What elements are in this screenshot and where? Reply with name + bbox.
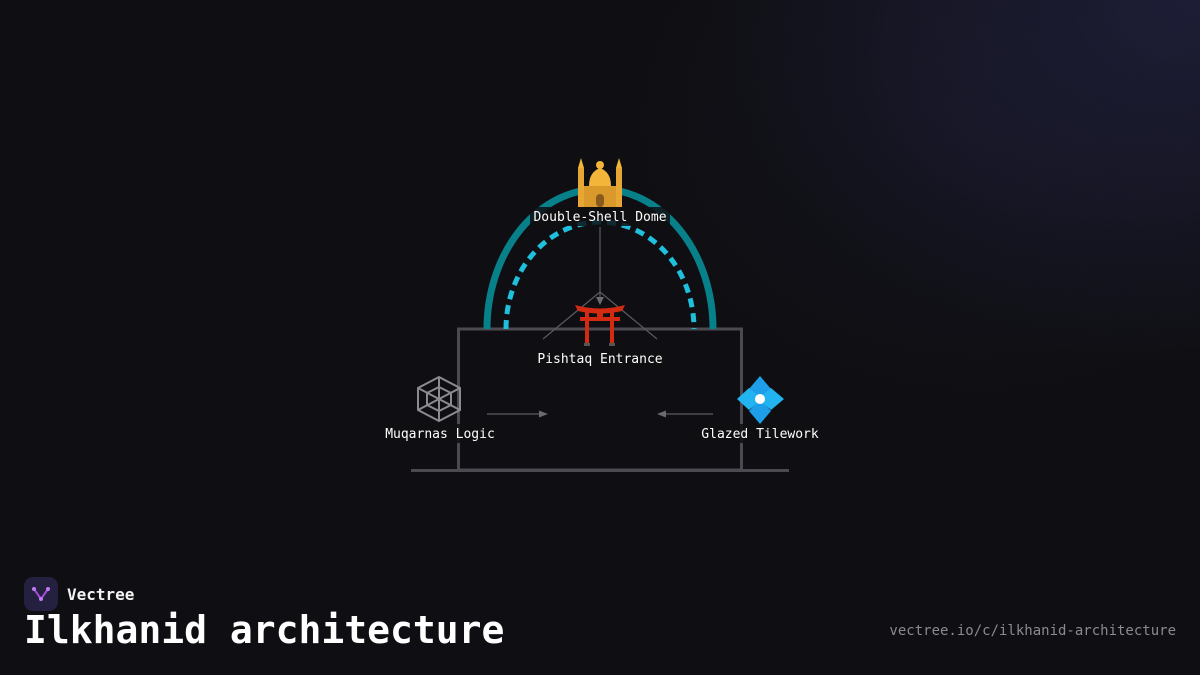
pishtaq-gable-left (542, 291, 601, 340)
diamond-flower-icon (737, 376, 784, 424)
brand-name: Vectree (67, 584, 135, 604)
brand: Vectree (24, 577, 134, 611)
node-label-tilework: Glazed Tilework (701, 427, 819, 442)
page-url[interactable]: vectree.io/c/ilkhanid-architecture (889, 623, 1176, 639)
node-label-muqarnas: Muqarnas Logic (385, 427, 495, 442)
web-geometry-icon (417, 375, 461, 423)
vectree-logo-icon (24, 577, 58, 611)
connector-arrowhead (596, 297, 604, 305)
connector-muqarnas-arrowhead (539, 410, 548, 418)
mosque-icon (578, 158, 622, 207)
node-label-dome: Double-Shell Dome (533, 210, 666, 225)
node-label-entrance: Pishtaq Entrance (537, 352, 662, 367)
pishtaq-gable-right (599, 291, 658, 340)
page-title: Ilkhanid architecture (24, 608, 505, 652)
connector-tilework-arrowhead (657, 410, 666, 418)
torii-gate-icon (575, 305, 625, 346)
